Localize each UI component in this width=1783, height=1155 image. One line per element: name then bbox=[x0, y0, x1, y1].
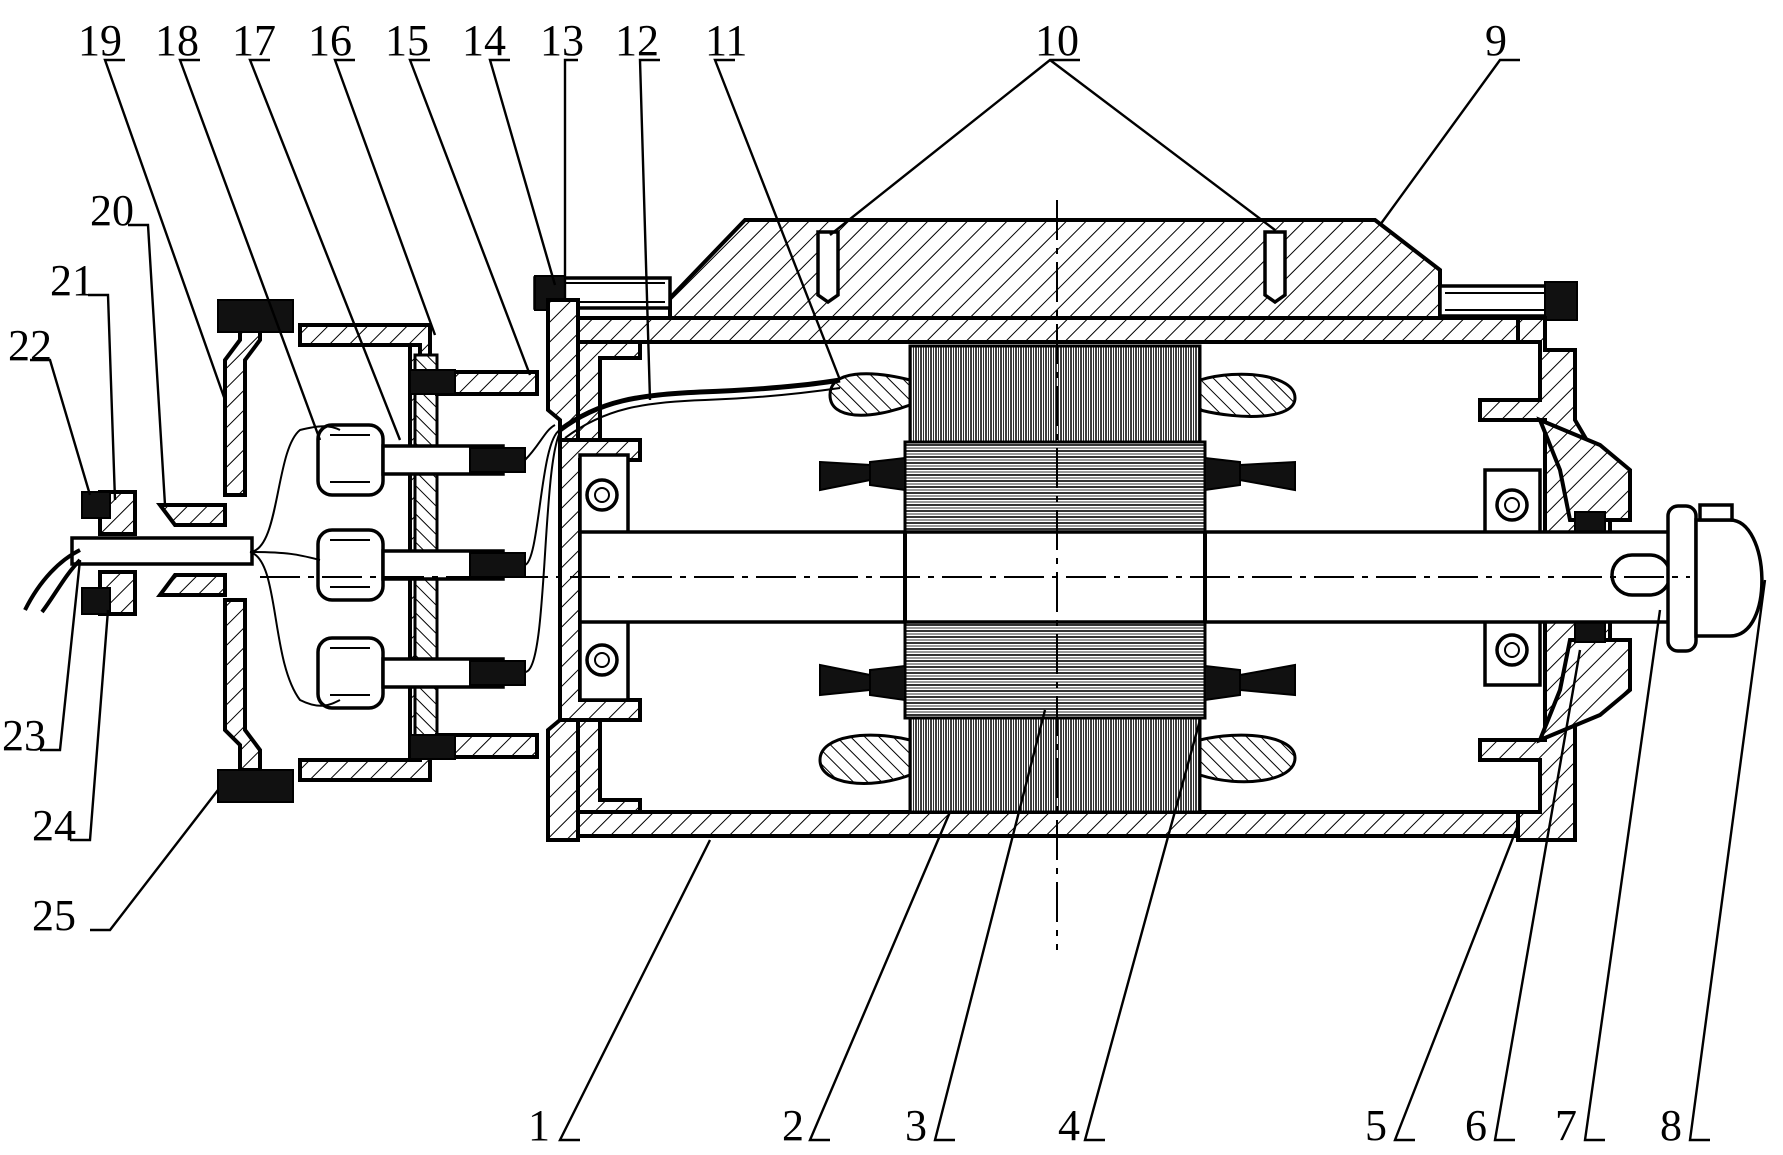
callout-11: 11 bbox=[705, 16, 747, 65]
callout-6: 6 bbox=[1465, 1101, 1487, 1150]
callout-16: 16 bbox=[308, 16, 352, 65]
callout-9: 9 bbox=[1485, 16, 1507, 65]
shaft-end-cap bbox=[1668, 505, 1762, 651]
callout-13: 13 bbox=[540, 16, 584, 65]
callout-17: 17 bbox=[232, 16, 276, 65]
junction-cover bbox=[670, 220, 1440, 318]
callout-18: 18 bbox=[155, 16, 199, 65]
callout-20: 20 bbox=[90, 186, 134, 235]
callout-3: 3 bbox=[905, 1101, 927, 1150]
callout-21: 21 bbox=[50, 256, 94, 305]
cover-bolt-right bbox=[1440, 282, 1577, 320]
callout-2: 2 bbox=[782, 1101, 804, 1150]
callout-23: 23 bbox=[2, 711, 46, 760]
callout-22: 22 bbox=[8, 321, 52, 370]
callout-8: 8 bbox=[1660, 1101, 1682, 1150]
callout-5: 5 bbox=[1365, 1101, 1387, 1150]
shaft-key bbox=[1612, 555, 1670, 595]
callout-12: 12 bbox=[615, 16, 659, 65]
callout-24: 24 bbox=[32, 801, 76, 850]
cable-gland bbox=[72, 492, 252, 614]
callout-25: 25 bbox=[32, 891, 76, 940]
callout-14: 14 bbox=[462, 16, 506, 65]
callout-4: 4 bbox=[1058, 1101, 1080, 1150]
callout-10: 10 bbox=[1035, 16, 1079, 65]
callout-1: 1 bbox=[528, 1101, 550, 1150]
callout-15: 15 bbox=[385, 16, 429, 65]
callout-7: 7 bbox=[1555, 1101, 1577, 1150]
callout-19: 19 bbox=[78, 16, 122, 65]
